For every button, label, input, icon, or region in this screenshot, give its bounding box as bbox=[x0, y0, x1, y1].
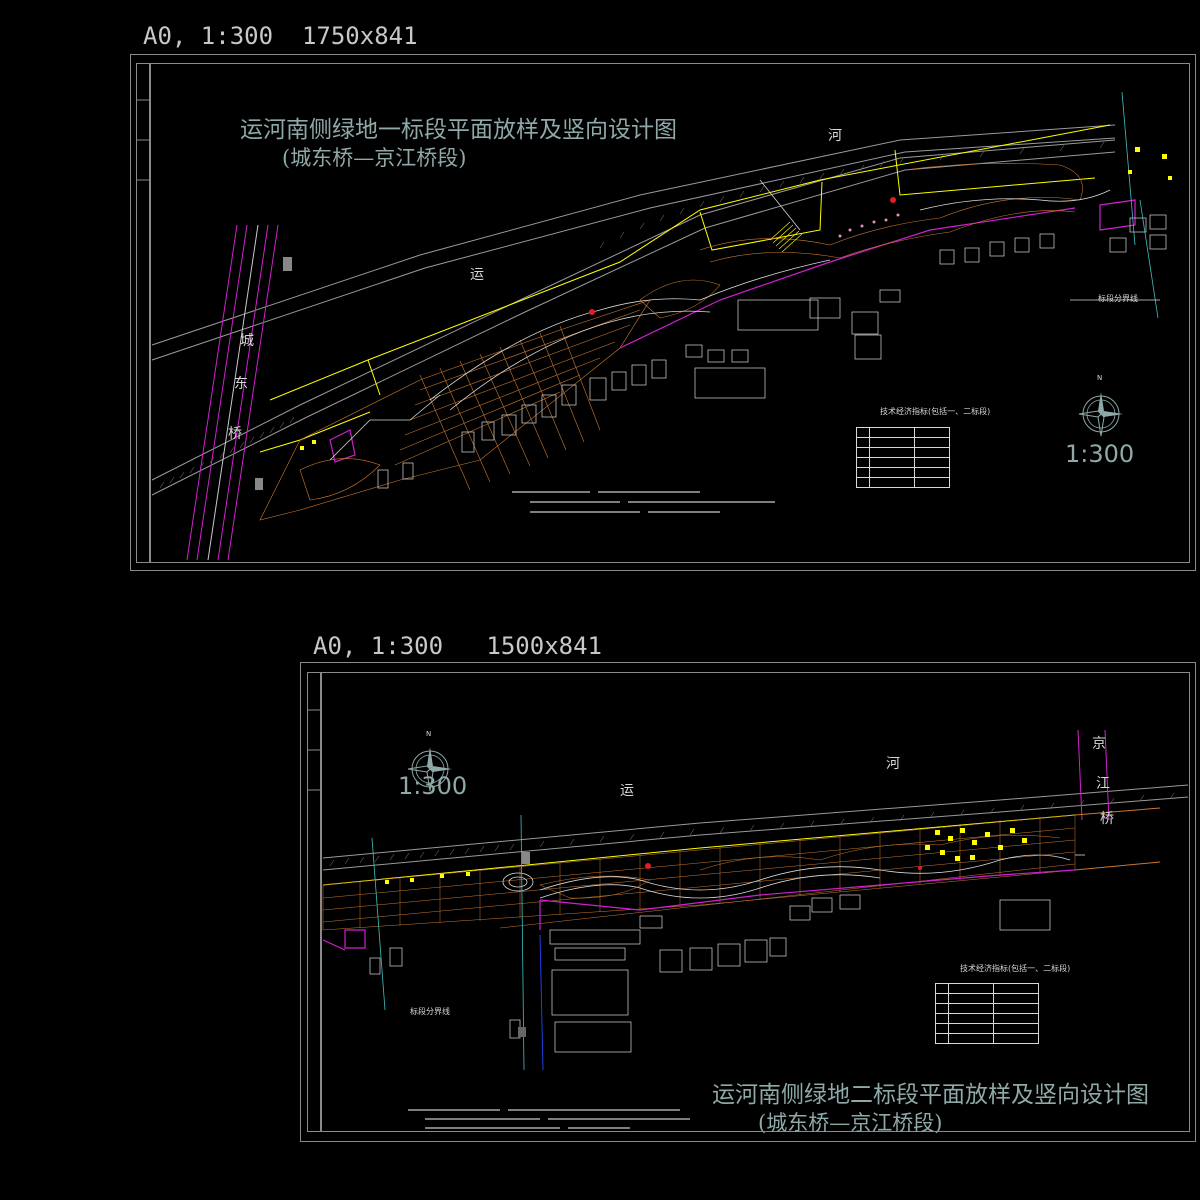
sheet2-table-title: 技术经济指标(包括一、二标段) bbox=[960, 964, 1071, 973]
sheet2-label-qiao: 桥 bbox=[1100, 811, 1114, 827]
sheet2-compass-icon bbox=[407, 747, 452, 792]
sheet2-subtitle: (城东桥—京江桥段) bbox=[758, 1111, 943, 1135]
sheet2-title: 运河南侧绿地二标段平面放样及竖向设计图 bbox=[712, 1082, 1149, 1108]
sheet1-scale: 1:300 bbox=[1065, 440, 1135, 468]
sheet1-label-he: 河 bbox=[828, 128, 842, 144]
sheet2-inner-frame bbox=[321, 672, 1190, 1132]
sheet1-label-dong: 东 bbox=[234, 376, 248, 392]
sheet1-table-title: 技术经济指标(包括一、二标段) bbox=[880, 407, 991, 416]
sheet1-titlebar-strip bbox=[136, 63, 150, 563]
sheet2-outer-frame bbox=[300, 662, 1196, 1142]
sheet2-tech-table bbox=[935, 983, 1039, 1044]
sheet1-compass-icon bbox=[1078, 392, 1123, 437]
sheet2-scale: 1:300 bbox=[398, 772, 468, 800]
sheet2-label-yun: 运 bbox=[620, 783, 634, 799]
sheet1-title: 运河南侧绿地一标段平面放样及竖向设计图 bbox=[240, 117, 677, 143]
sheet2-titlebar-strip bbox=[307, 672, 321, 1132]
sheet1-subtitle: (城东桥—京江桥段) bbox=[282, 146, 467, 170]
sheet2-boundary-label: 标段分界线 bbox=[410, 1007, 450, 1016]
sheet1-header: A0, 1:300 1750x841 bbox=[143, 22, 418, 50]
sheet1-label-yun: 运 bbox=[470, 267, 484, 283]
sheet1-label-qiao: 桥 bbox=[228, 426, 242, 442]
sheet1-tech-table bbox=[856, 427, 950, 488]
sheet1-outer-frame bbox=[130, 54, 1196, 571]
sheet1-inner-frame bbox=[150, 63, 1190, 563]
sheet2-label-jiang: 江 bbox=[1096, 776, 1110, 792]
sheet2-compass-n: N bbox=[426, 730, 432, 738]
sheet2-label-jing: 京 bbox=[1092, 736, 1106, 752]
sheet1-boundary-label: 标段分界线 bbox=[1098, 294, 1138, 303]
sheet1-compass-n: N bbox=[1097, 374, 1103, 382]
sheet1-label-cheng: 城 bbox=[240, 333, 254, 349]
sheet2-label-he: 河 bbox=[886, 756, 900, 772]
sheet2-header: A0, 1:300 1500x841 bbox=[313, 632, 602, 660]
